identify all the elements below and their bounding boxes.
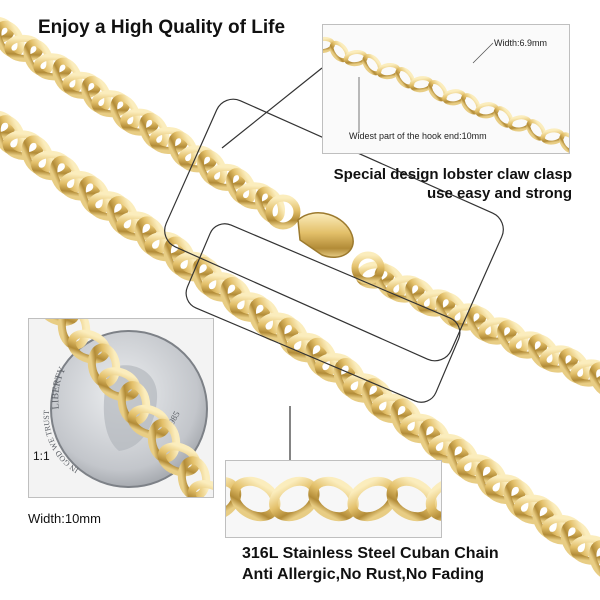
chain-link	[425, 476, 441, 522]
clasp-feature-text: Special design lobster claw clasp use ea…	[334, 165, 572, 203]
chain-link	[447, 438, 480, 479]
headline: Enjoy a High Quality of Life	[38, 17, 286, 38]
chain-link	[81, 76, 112, 113]
chain-link	[226, 168, 257, 206]
material-line2: Anti Allergic,No Rust,No Fading	[242, 566, 485, 583]
chain-link	[497, 320, 529, 356]
chain-link	[23, 39, 54, 77]
scale-ratio-label: 1:1	[33, 449, 50, 463]
chain-link	[478, 317, 518, 345]
chain-link	[106, 196, 139, 236]
chain-link	[67, 329, 111, 364]
chain-link	[0, 110, 16, 140]
chain-link	[508, 331, 548, 359]
clasp-feature-line1: Special design lobster claw clasp	[333, 166, 572, 183]
chain-link	[21, 135, 54, 176]
chain-link	[187, 480, 213, 497]
chain-link	[62, 71, 102, 99]
chain-link	[532, 499, 565, 540]
chain-link	[589, 540, 600, 580]
chain-link	[87, 343, 121, 388]
chain-link	[127, 404, 171, 439]
chain-link	[0, 20, 25, 58]
clasp-detail-image	[323, 36, 569, 153]
clasp-detail-inset: Width:6.9mm Widest part of the hook end:…	[322, 24, 570, 154]
chain-link	[558, 348, 591, 384]
chain-link	[117, 381, 151, 425]
callout-frames	[164, 67, 504, 460]
chain-link	[37, 319, 81, 326]
chain-width-label: Width:10mm	[28, 511, 101, 526]
chain-link	[147, 418, 181, 463]
chain-link	[559, 132, 569, 153]
clasp-connector-line	[221, 67, 323, 149]
chain-link	[149, 126, 189, 155]
chain-link	[276, 317, 309, 358]
link-callout-frame	[185, 223, 461, 403]
width-measure-label: Width:6.9mm	[494, 38, 548, 48]
chain-link	[539, 345, 579, 373]
lobster-clasp	[265, 194, 385, 285]
chain-link	[527, 334, 560, 370]
chain-link	[466, 306, 499, 342]
upper-chain	[0, 16, 600, 398]
link-closeup-image	[226, 476, 441, 522]
chain-link	[4, 34, 44, 62]
chain-link	[589, 362, 600, 398]
chain-link	[139, 112, 170, 150]
chain-link	[570, 359, 600, 387]
chain-link	[33, 53, 73, 81]
chain-link	[197, 149, 228, 187]
chain-link	[120, 108, 160, 136]
chain-link	[168, 131, 199, 169]
chain-link	[57, 319, 91, 350]
coin-image: LIBERTY IN GOD WE TRUST 1985	[37, 319, 213, 497]
material-text: 316L Stainless Steel Cuban Chain Anti Al…	[242, 543, 499, 585]
material-line1: 316L Stainless Steel Cuban Chain	[242, 545, 499, 562]
chain-link	[0, 16, 15, 44]
clasp-callout-frame	[164, 98, 504, 362]
chain-link	[236, 182, 275, 210]
chain-link	[97, 367, 141, 402]
chain-link	[91, 90, 131, 118]
chain-link	[110, 94, 141, 132]
coin-comparison-inset: LIBERTY IN GOD WE TRUST 1985 1:1	[28, 318, 214, 498]
chain-link	[207, 163, 247, 191]
chain-link	[52, 57, 83, 95]
clasp-feature-line2: use easy and strong	[426, 185, 572, 202]
lower-chain	[0, 110, 600, 580]
hook-measure-label: Widest part of the hook end:10mm	[349, 131, 487, 141]
chain-link	[386, 275, 426, 303]
chain-link	[177, 456, 211, 497]
chain-link	[178, 145, 218, 173]
chain-link	[157, 442, 201, 477]
chain-link	[191, 256, 224, 297]
link-closeup-inset	[225, 460, 442, 538]
